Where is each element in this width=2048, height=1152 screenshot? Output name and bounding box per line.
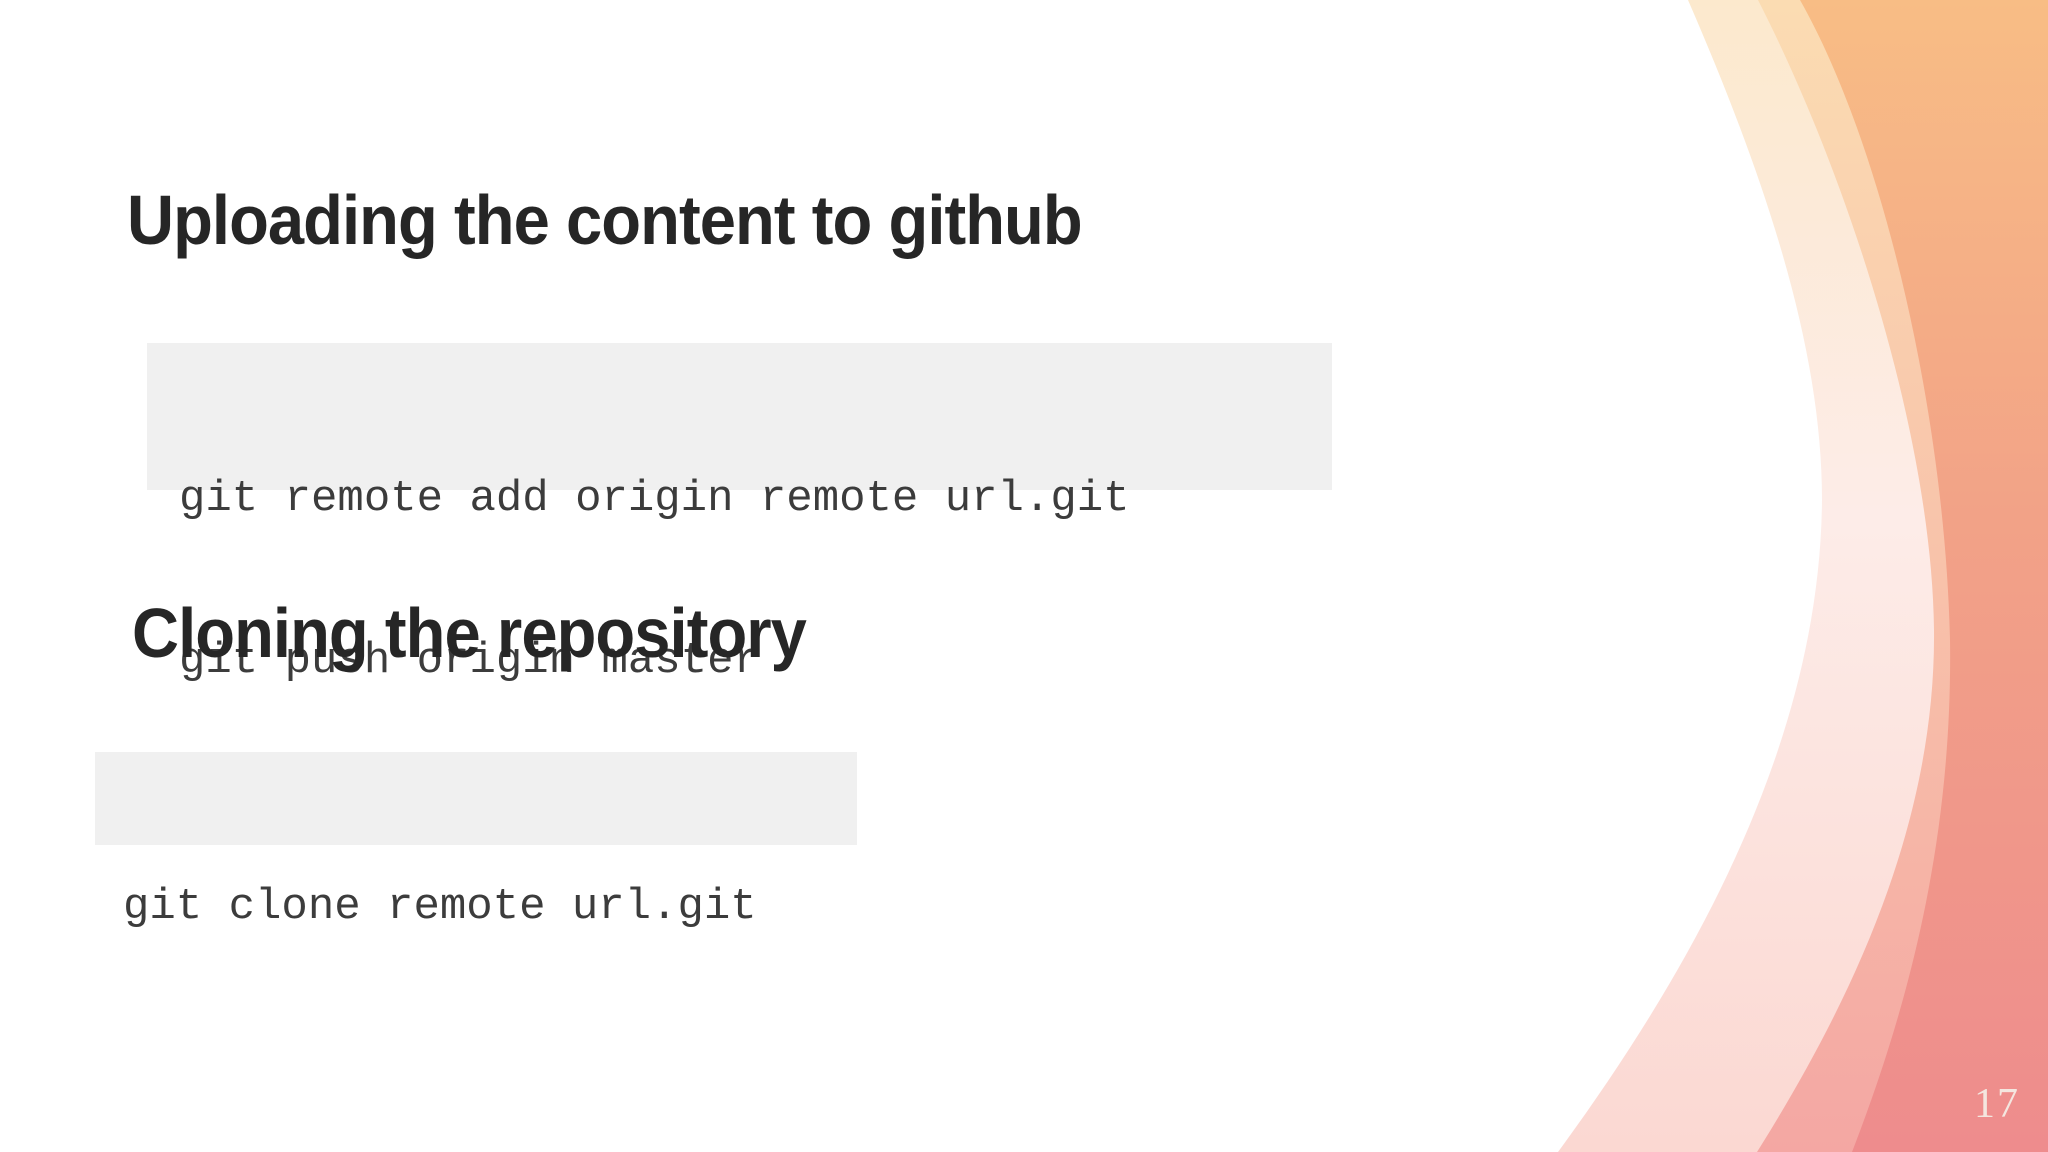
slide-title: Uploading the content to github [127, 181, 1083, 259]
decor-band-middle [1757, 0, 2048, 1152]
slide-subtitle: Cloning the repository [132, 594, 807, 672]
code-block-upload: git remote add origin remote url.git git… [147, 343, 1332, 686]
code-line: git push origin master [179, 636, 760, 686]
code-line: git remote add origin remote url.git [179, 474, 1130, 524]
code-line: git clone remote url.git [123, 882, 757, 932]
decor-band-inner [1800, 0, 2048, 1152]
code-block-clone: git clone remote url.git [95, 752, 857, 932]
page-number: 17 [1974, 1081, 2020, 1127]
decor-band-outer [1558, 0, 2048, 1152]
